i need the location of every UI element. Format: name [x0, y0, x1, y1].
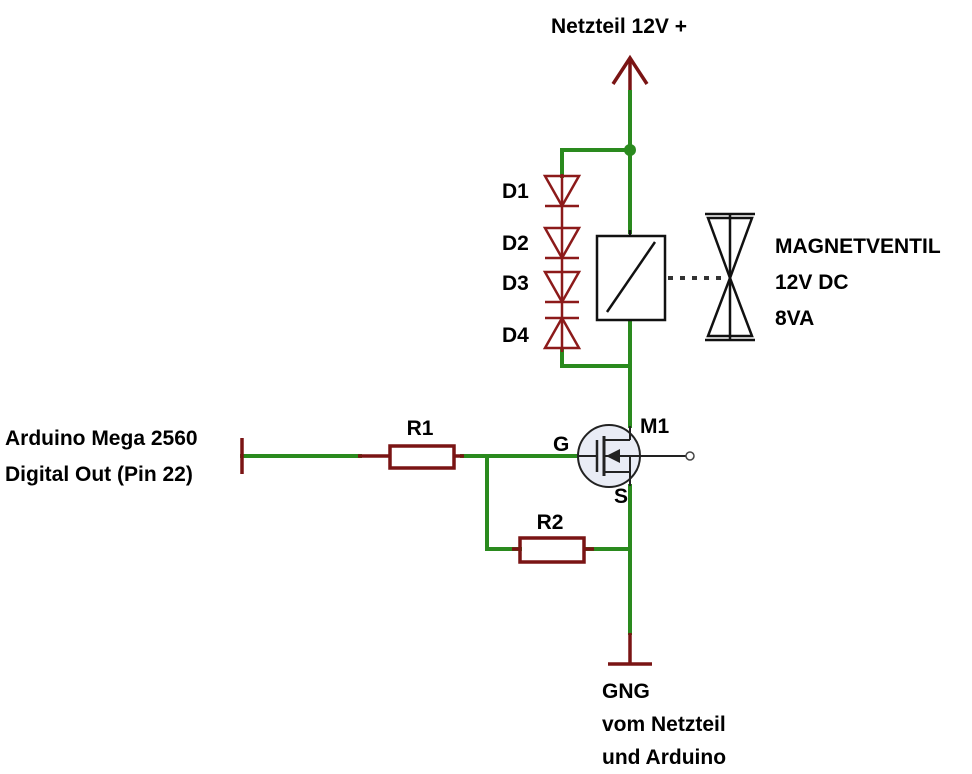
supply-arrow-symbol: [611, 54, 649, 95]
resistor-label-r1: R1: [407, 417, 434, 440]
mosfet-label: M1: [640, 415, 669, 438]
valve-voltage: 12V DC: [775, 271, 849, 294]
junction-dot: [624, 144, 636, 156]
input-label-line1: Arduino Mega 2560: [5, 427, 198, 450]
diode-label-d4: D4: [502, 324, 529, 347]
ground-label-line2: vom Netzteil: [602, 713, 726, 736]
ground-symbol: [608, 633, 652, 666]
diode-label-d2: D2: [502, 232, 529, 255]
valve-name: MAGNETVENTIL: [775, 235, 941, 258]
diode-d1: [542, 174, 582, 210]
mosfet-gate-label: G: [553, 433, 569, 456]
input-label-line2: Digital Out (Pin 22): [5, 463, 193, 486]
diode-label-d3: D3: [502, 272, 529, 295]
mosfet-source-label: S: [614, 485, 628, 508]
resistor-label-r2: R2: [537, 511, 564, 534]
diode-label-d1: D1: [502, 180, 529, 203]
solenoid-coil: [595, 230, 667, 322]
diode-d4: [542, 306, 582, 352]
ground-label-line1: GNG: [602, 680, 650, 703]
wires: [240, 90, 632, 635]
valve-symbol: [705, 212, 755, 342]
valve-power: 8VA: [775, 307, 814, 330]
resistor-r1: [358, 444, 464, 470]
diode-d3: [542, 262, 582, 306]
supply-label: Netzteil 12V +: [551, 15, 687, 38]
mosfet-m1: [577, 424, 695, 488]
ground-label-line3: und Arduino: [602, 746, 726, 769]
resistor-r2: [512, 536, 594, 564]
diode-d2: [542, 210, 582, 262]
